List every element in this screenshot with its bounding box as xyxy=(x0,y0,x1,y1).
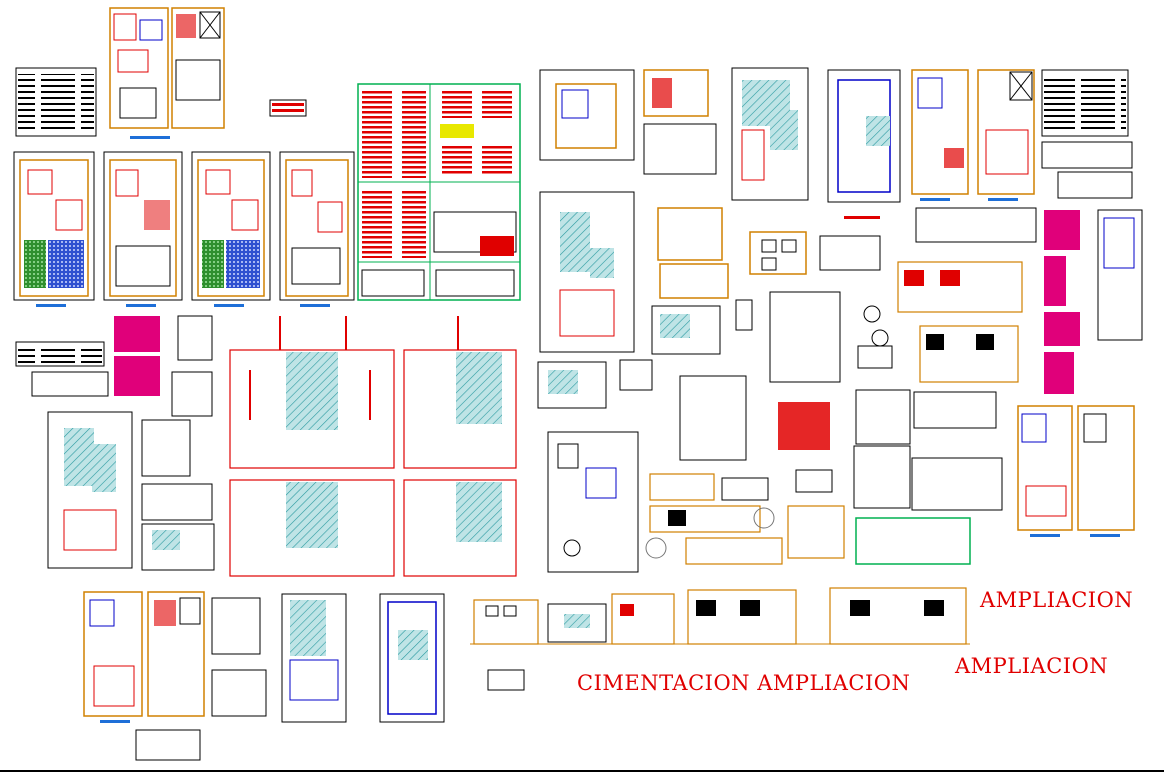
legend-table-left xyxy=(15,67,307,137)
plans-upper-right xyxy=(911,69,1133,201)
plans-right-lower xyxy=(1017,405,1135,537)
plans-center-right xyxy=(731,67,901,275)
foundation-plans-large xyxy=(229,316,517,577)
label-ampliacion-2: AMPLIACION xyxy=(955,654,1109,678)
tables-middle-left xyxy=(15,315,213,417)
elevations-bottom-row xyxy=(470,587,970,645)
plans-bottom-left xyxy=(83,591,267,761)
plan-top-left xyxy=(109,7,225,139)
notes-green-block xyxy=(357,83,521,301)
plans-bottom-middle xyxy=(281,593,525,723)
plans-row-upper-left xyxy=(13,151,355,307)
plans-center-column xyxy=(537,69,639,573)
label-cimentacion-ampliacion: CIMENTACION AMPLIACION xyxy=(577,671,911,695)
sections-center xyxy=(645,473,845,565)
details-center xyxy=(619,69,753,391)
elevations-right xyxy=(897,207,1143,394)
label-ampliacion-1: AMPLIACION xyxy=(980,588,1134,612)
details-cluster xyxy=(679,291,1003,565)
plan-left-middle xyxy=(47,411,215,571)
